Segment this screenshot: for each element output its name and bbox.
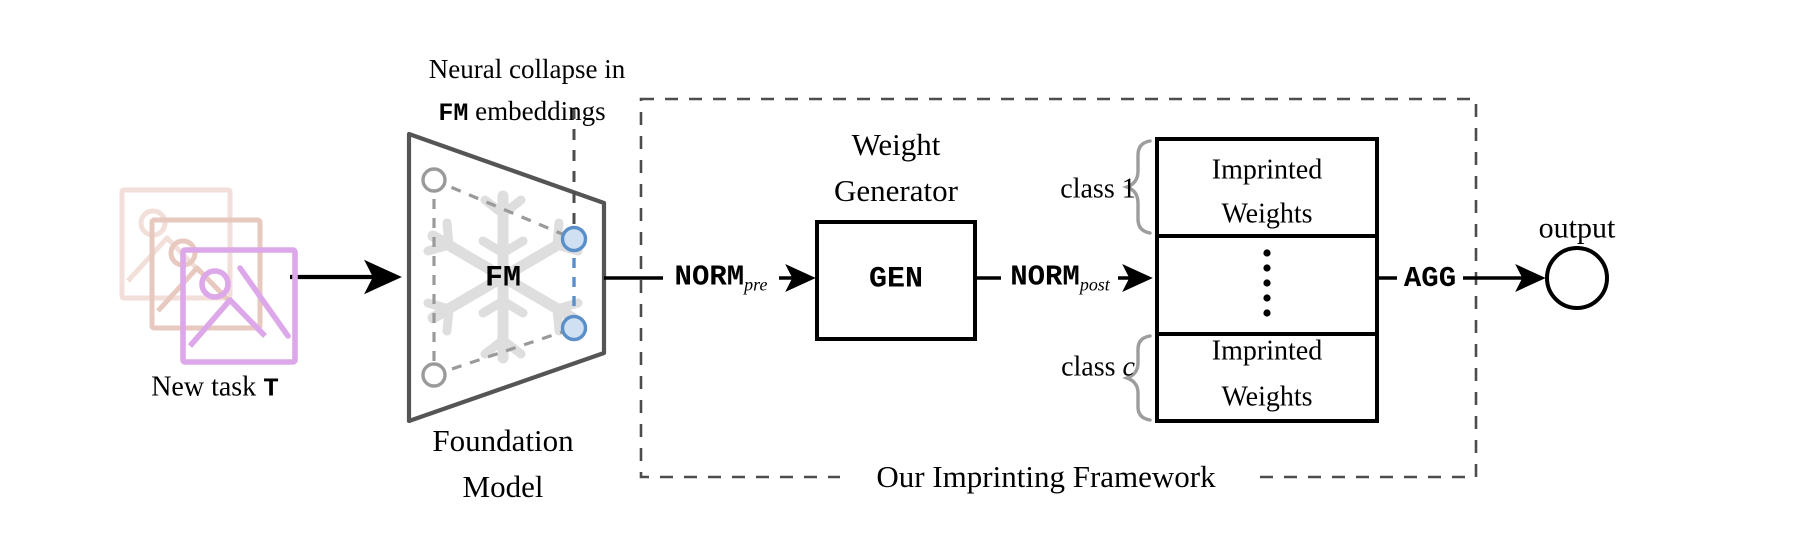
imprinted-weights-row1-line1: Imprinted (1211, 154, 1323, 186)
imprinted-weights-row3-line1: Imprinted (1211, 335, 1323, 367)
norm-post-text: NORM (1010, 260, 1080, 294)
neural-collapse-annotation-line2: FM embeddings (438, 95, 606, 128)
simplex-dashed-edges (432, 178, 575, 377)
class-1-label-prefix: class (1060, 173, 1122, 205)
generator-caption-line1: Weight (851, 126, 941, 162)
norm-post-subscript: post (1079, 274, 1110, 295)
embedding-node-collapsed-top (560, 225, 588, 253)
class-1-brace (1122, 139, 1152, 235)
foundation-model-box-label: FM (484, 261, 522, 296)
imprinted-weights-row1-line2: Weights (1221, 198, 1313, 230)
embedding-node-inactive-top (421, 167, 447, 193)
input-caption-text: New task (151, 371, 264, 403)
class-c-label-prefix: class (1061, 351, 1123, 383)
framework-box-label: Our Imprinting Framework (876, 458, 1216, 494)
table-vertical-ellipsis (1263, 249, 1271, 317)
output-node-circle (1545, 246, 1609, 310)
foundation-model-trapezoid (406, 131, 607, 424)
class-c-label-symbol: c (1122, 351, 1135, 383)
class-c-brace (1122, 334, 1152, 422)
class-1-label-symbol: 1 (1121, 173, 1136, 205)
norm-post-label: NORMpost (1010, 261, 1110, 296)
input-caption: New task T (151, 371, 279, 404)
imprinted-weights-row3-line2: Weights (1221, 381, 1313, 413)
foundation-model-caption-line2: Model (462, 468, 544, 504)
agg-label: AGG (1403, 262, 1457, 296)
image-icon-front (180, 247, 298, 365)
generator-caption-line2: Generator (834, 172, 958, 208)
embeddings-word: embeddings (468, 95, 606, 126)
norm-pre-text: NORM (674, 260, 745, 294)
generator-box-label: GEN (868, 262, 924, 297)
foundation-model-caption-line1: Foundation (432, 422, 574, 458)
output-label: output (1538, 211, 1616, 245)
fm-mono-token: FM (438, 98, 469, 128)
neural-collapse-annotation-line1: Neural collapse in (428, 54, 626, 85)
imprinted-weights-table (1155, 137, 1379, 423)
embedding-node-collapsed-bottom (560, 314, 588, 342)
framework-dashed-box (639, 97, 1478, 479)
generator-box (815, 220, 977, 341)
input-task-symbol: T (263, 373, 279, 404)
norm-pre-subscript: pre (744, 274, 768, 295)
class-c-label: class c (1061, 351, 1135, 384)
norm-pre-label: NORMpre (675, 261, 768, 296)
class-1-label: class 1 (1060, 173, 1136, 206)
embedding-node-inactive-bottom (421, 362, 447, 388)
